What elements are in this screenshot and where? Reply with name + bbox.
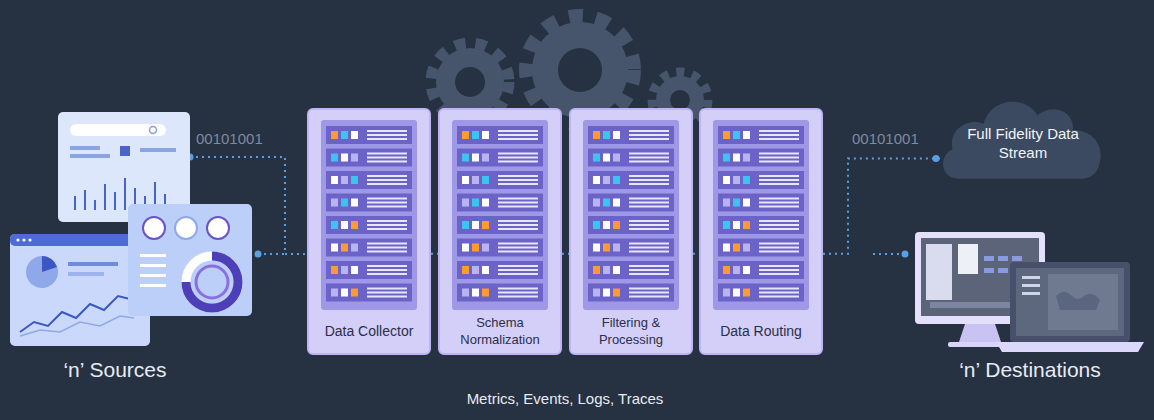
server-box: Filtering & Processing	[569, 108, 693, 355]
destinations-label: ‘n’ Destinations	[959, 358, 1101, 382]
connector-dot	[933, 155, 940, 162]
binary-label: 00101001	[852, 130, 919, 147]
destination-wire	[873, 253, 905, 255]
server-rack	[321, 120, 417, 310]
binary-label: 00101001	[196, 130, 263, 147]
server-box: Data Collector	[307, 108, 431, 355]
node-label: Filtering & Processing	[575, 315, 687, 349]
node-text-area: Data Collector	[313, 316, 425, 347]
server-rack	[583, 120, 679, 310]
node-text-area: Filtering & Processing	[575, 316, 687, 347]
server-box: Schema Normalization	[438, 108, 562, 355]
dotted-connector	[823, 159, 940, 254]
server-rack	[713, 120, 809, 310]
node-text-area: Full Fidelity Data Stream	[956, 114, 1090, 174]
node-label: Data Collector	[325, 322, 414, 340]
server-rack	[452, 120, 548, 310]
dotted-connector	[431, 253, 438, 255]
server-box: Data Routing	[699, 108, 823, 355]
dotted-connector	[562, 253, 569, 255]
node-label: Full Fidelity Data Stream	[956, 125, 1090, 163]
destination-monitors	[915, 232, 1144, 352]
sources-label: ‘n’ Sources	[63, 358, 166, 382]
node-text-area: Schema Normalization	[444, 316, 556, 347]
node-label: Schema Normalization	[444, 315, 556, 349]
node-text-area: Data Routing	[705, 316, 817, 347]
source-dashboards	[10, 112, 252, 346]
cloud-node: Full Fidelity Data Stream	[938, 92, 1104, 182]
node-label: Data Routing	[720, 322, 802, 340]
data-types-label: Metrics, Events, Logs, Traces	[467, 390, 664, 407]
